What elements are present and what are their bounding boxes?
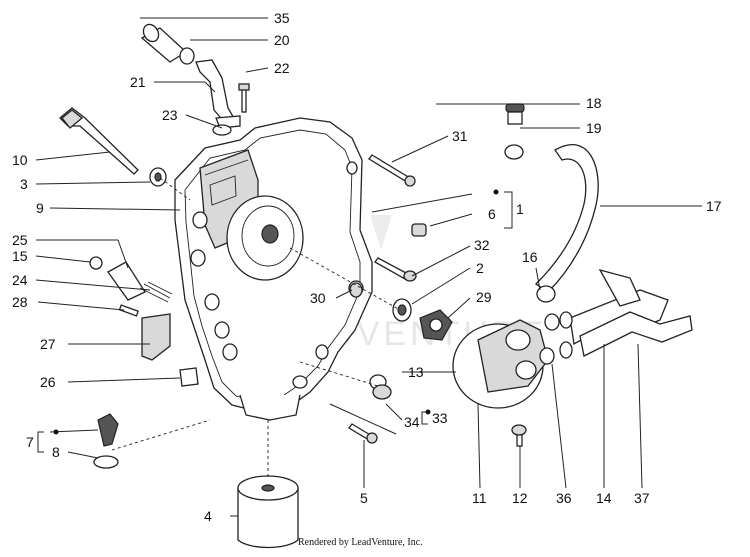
- plate-27[interactable]: [141, 313, 171, 361]
- cap-18[interactable]: [505, 103, 525, 125]
- callout-34: 34: [404, 414, 420, 430]
- bolt-31[interactable]: [368, 154, 416, 187]
- callout-11: 11: [472, 490, 487, 506]
- callout-8: 8: [52, 444, 60, 460]
- callout-23: 23: [162, 107, 178, 123]
- callout-29: 29: [476, 289, 492, 305]
- impeller-29[interactable]: [419, 309, 453, 341]
- hose-35[interactable]: [140, 22, 188, 63]
- callout-13: 13: [408, 364, 424, 380]
- callout-37: 37: [634, 490, 650, 506]
- fitting-33-34[interactable]: [369, 374, 392, 400]
- callout-18: 18: [586, 95, 602, 111]
- clamp-36b[interactable]: [539, 347, 555, 365]
- seal-15[interactable]: [89, 256, 103, 270]
- gasket-23[interactable]: [212, 124, 232, 136]
- callout-6: 6: [488, 206, 496, 222]
- callout-24: 24: [12, 272, 28, 288]
- clamp-20[interactable]: [179, 47, 195, 65]
- pipe-21[interactable]: [195, 59, 241, 129]
- callout-1: 1: [516, 201, 524, 217]
- callout-3: 3: [20, 176, 28, 192]
- callout-30: 30: [310, 290, 326, 306]
- callout-33: 33: [432, 410, 448, 426]
- credit-text: Rendered by LeadVenture, Inc.: [298, 537, 423, 548]
- hose-elbow[interactable]: [598, 268, 641, 307]
- gasket-26[interactable]: [179, 367, 199, 387]
- callout-16: 16: [522, 249, 538, 265]
- oil-filter-4[interactable]: [237, 475, 299, 549]
- seal-2[interactable]: [392, 298, 412, 322]
- hose-17[interactable]: [534, 144, 599, 293]
- callout-17: 17: [706, 198, 722, 214]
- callout-20: 20: [274, 32, 290, 48]
- callout-31: 31: [452, 128, 468, 144]
- callout-10: 10: [12, 152, 28, 168]
- callout-22: 22: [274, 60, 290, 76]
- callout-32: 32: [474, 237, 490, 253]
- callout-27: 27: [40, 336, 56, 352]
- callout-9: 9: [36, 200, 44, 216]
- brackets: [37, 189, 513, 453]
- callout-labels: 35 20 21 22 23 10 3 9 31 18 19 17 1 6 32…: [12, 10, 722, 524]
- callout-2: 2: [476, 260, 484, 276]
- callout-26: 26: [40, 374, 56, 390]
- bolt-5[interactable]: [348, 423, 378, 444]
- engine-cover[interactable]: [174, 117, 373, 421]
- pump-cover-13[interactable]: [452, 319, 549, 409]
- plug-6[interactable]: [411, 223, 427, 237]
- bolt-12[interactable]: [511, 424, 527, 447]
- callout-15: 15: [12, 248, 28, 264]
- callout-5: 5: [360, 490, 368, 506]
- clamp-36a[interactable]: [544, 313, 560, 331]
- callout-14: 14: [596, 490, 612, 506]
- callout-19: 19: [586, 120, 602, 136]
- leader-lines: [35, 17, 702, 517]
- callout-36: 36: [556, 490, 572, 506]
- callout-25: 25: [12, 232, 28, 248]
- callout-35: 35: [274, 10, 290, 26]
- callout-4: 4: [204, 508, 212, 524]
- callout-12: 12: [512, 490, 528, 506]
- clamp-16[interactable]: [536, 285, 556, 303]
- hose-37[interactable]: [579, 311, 693, 357]
- plug-7[interactable]: [93, 413, 119, 469]
- clamp-19[interactable]: [504, 144, 524, 160]
- bolt-22[interactable]: [238, 83, 250, 113]
- oil-seal-3[interactable]: [149, 167, 167, 187]
- bolt-32[interactable]: [374, 257, 417, 282]
- pin-28[interactable]: [118, 304, 139, 317]
- shaft-10[interactable]: [59, 107, 139, 175]
- piston-25[interactable]: [107, 261, 146, 301]
- spring-24[interactable]: [139, 281, 173, 303]
- callout-7: 7: [26, 434, 34, 450]
- callout-28: 28: [12, 294, 28, 310]
- alignment-lines: [111, 177, 401, 478]
- callout-21: 21: [130, 74, 146, 90]
